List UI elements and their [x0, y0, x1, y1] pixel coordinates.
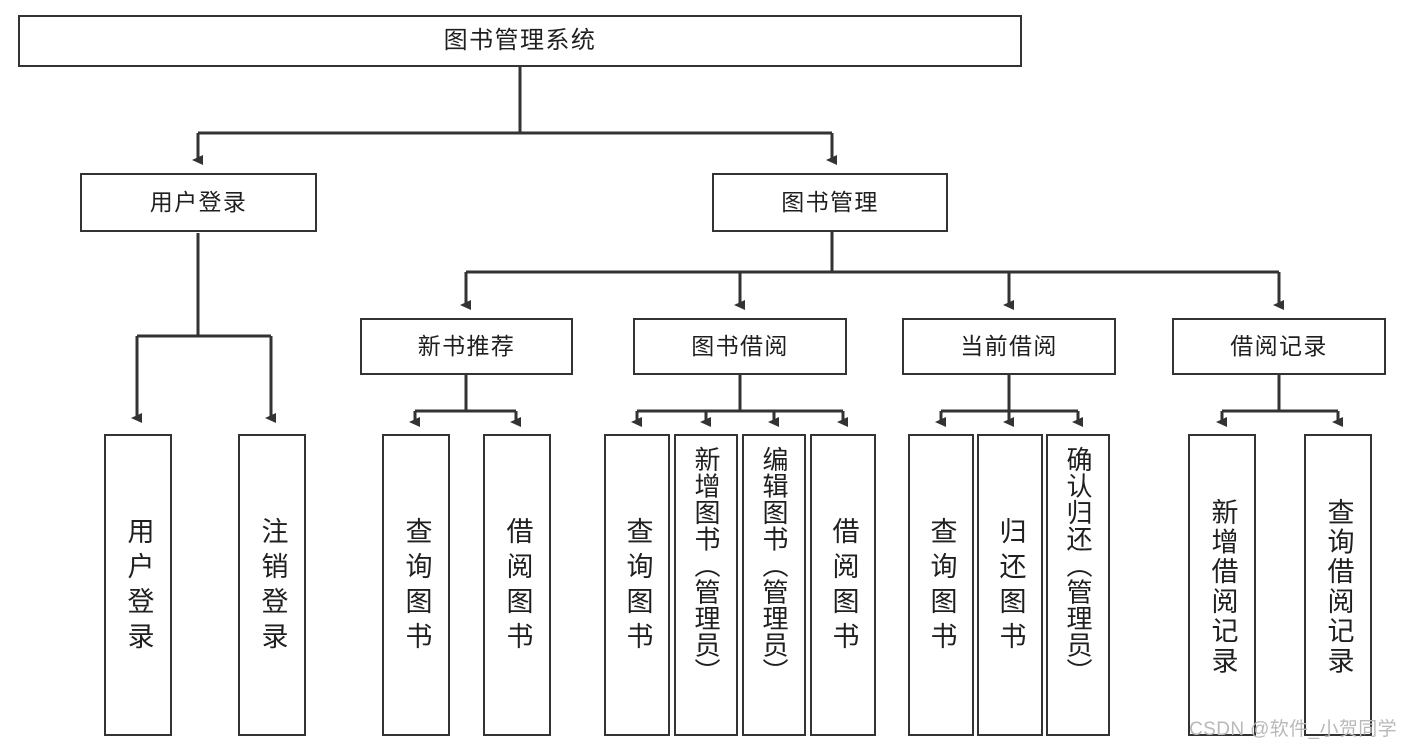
leaf-book-borrow-borrow-book[interactable]: 借阅图书	[810, 434, 876, 736]
leaf-current-borrow-confirm-return[interactable]: 确认归还（管理员）	[1046, 434, 1110, 736]
node-root-label: 图书管理系统	[443, 27, 597, 54]
node-book-borrow-label: 图书借阅	[691, 333, 789, 359]
leaf-current-borrow-return-book[interactable]: 归还图书	[977, 434, 1043, 736]
node-borrow-record-label: 借阅记录	[1230, 333, 1328, 359]
leaf-user-login-login-label: 用户登录	[123, 516, 154, 658]
node-user-login-label: 用户登录	[149, 189, 248, 215]
leaf-new-book-query-book[interactable]: 查询图书	[382, 434, 450, 736]
leaf-book-borrow-add-book-label: 新增图书（管理员）	[691, 446, 721, 685]
node-current-borrow-label: 当前借阅	[960, 333, 1058, 359]
leaf-book-borrow-edit-book-label: 编辑图书（管理员）	[759, 446, 789, 685]
node-book-borrow[interactable]: 图书借阅	[633, 318, 847, 375]
node-current-borrow[interactable]: 当前借阅	[902, 318, 1116, 375]
leaf-current-borrow-confirm-return-label: 确认归还（管理员）	[1063, 446, 1093, 685]
leaf-new-book-borrow-book[interactable]: 借阅图书	[483, 434, 551, 736]
leaf-new-book-query-book-label: 查询图书	[401, 516, 432, 658]
leaf-user-login-logout-label: 注销登录	[257, 516, 288, 658]
leaf-borrow-record-query-record[interactable]: 查询借阅记录	[1304, 434, 1372, 736]
leaf-user-login-login[interactable]: 用户登录	[104, 434, 172, 736]
leaf-book-borrow-borrow-book-label: 借阅图书	[828, 516, 859, 658]
node-book-management[interactable]: 图书管理	[712, 173, 948, 232]
leaf-book-borrow-query-book-label: 查询图书	[622, 516, 653, 658]
leaf-book-borrow-add-book[interactable]: 新增图书（管理员）	[674, 434, 738, 736]
node-new-book-recommend[interactable]: 新书推荐	[360, 318, 573, 375]
leaf-borrow-record-add-record-label: 新增借阅记录	[1207, 497, 1238, 677]
leaf-borrow-record-query-record-label: 查询借阅记录	[1323, 497, 1354, 677]
leaf-current-borrow-return-book-label: 归还图书	[995, 516, 1026, 658]
csdn-watermark: CSDN @软件_小贺同学	[1189, 719, 1397, 740]
leaf-borrow-record-add-record[interactable]: 新增借阅记录	[1188, 434, 1256, 736]
leaf-current-borrow-query-book[interactable]: 查询图书	[908, 434, 974, 736]
node-user-login[interactable]: 用户登录	[80, 173, 317, 232]
node-new-book-recommend-label: 新书推荐	[417, 333, 516, 359]
leaf-book-borrow-query-book[interactable]: 查询图书	[604, 434, 670, 736]
leaf-book-borrow-edit-book[interactable]: 编辑图书（管理员）	[742, 434, 806, 736]
node-book-management-label: 图书管理	[781, 189, 879, 215]
leaf-user-login-logout[interactable]: 注销登录	[238, 434, 306, 736]
leaf-new-book-borrow-book-label: 借阅图书	[502, 516, 533, 658]
node-borrow-record[interactable]: 借阅记录	[1172, 318, 1386, 375]
node-root-book-management-system[interactable]: 图书管理系统	[18, 15, 1022, 67]
leaf-current-borrow-query-book-label: 查询图书	[926, 516, 957, 658]
